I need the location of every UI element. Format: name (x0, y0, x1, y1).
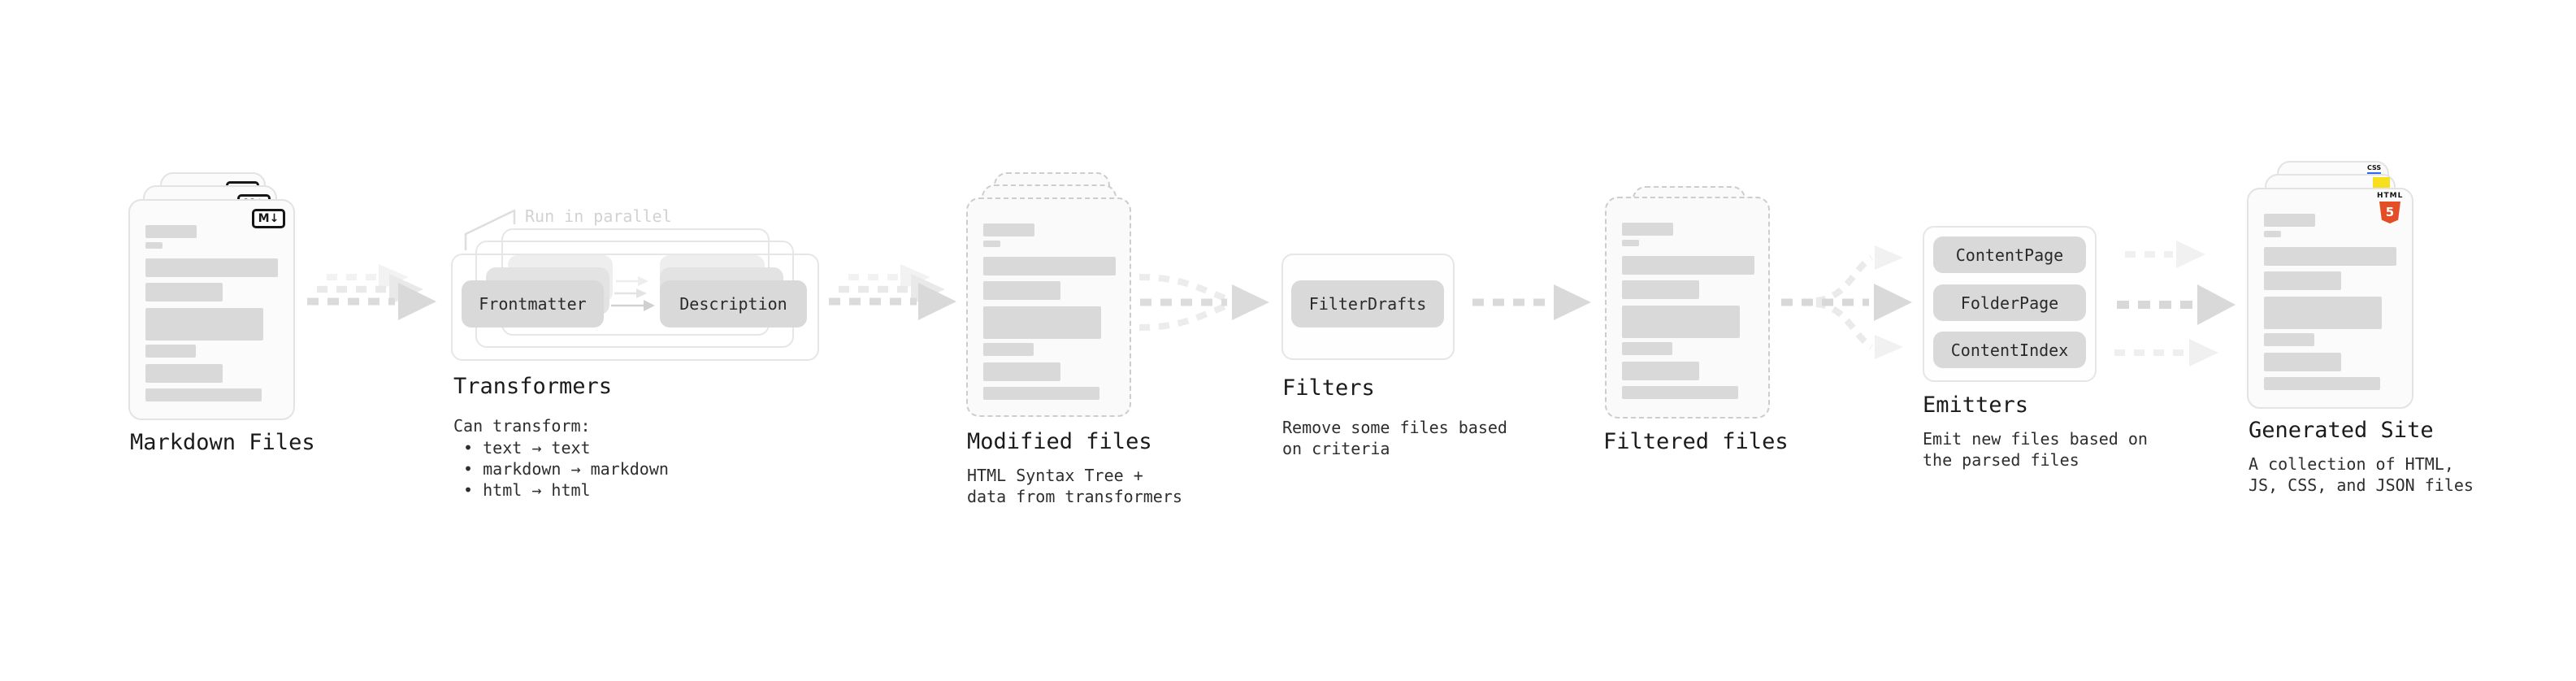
transformers-desc-line: • markdown → markdown (453, 459, 669, 479)
modified-files-desc-line: data from transformers (967, 487, 1182, 506)
arrow-filters-to-filtered (1472, 284, 1591, 320)
filterdrafts-node: FilterDrafts (1291, 280, 1444, 327)
html5-icon: HTML 5 (2377, 193, 2403, 223)
document-text-placeholder (145, 225, 278, 401)
filters-title: Filters (1282, 375, 1375, 401)
markdown-file-card-front: M↓ (128, 199, 295, 420)
contentpage-node: ContentPage (1933, 236, 2086, 273)
transformers-desc-line: • text → text (453, 438, 591, 458)
transformers-desc-line: • html → html (453, 480, 591, 500)
folderpage-node: FolderPage (1933, 284, 2086, 321)
arrow-filtered-to-emitters (1781, 245, 1912, 359)
generated-site-card-front: HTML 5 (2247, 188, 2413, 409)
markdown-files-title: Markdown Files (130, 430, 315, 455)
run-in-parallel-annotation: Run in parallel (525, 206, 672, 226)
modified-files-title: Modified files (967, 429, 1152, 454)
generated-site-desc-line: A collection of HTML, (2249, 454, 2454, 474)
filters-desc-line: on criteria (1282, 439, 1390, 458)
modified-files-desc-line: HTML Syntax Tree + (967, 466, 1143, 485)
document-text-placeholder (2264, 214, 2396, 390)
filtered-files-title: Filtered files (1603, 429, 1789, 454)
arrow-transformers-to-modified (829, 264, 956, 320)
generated-site-title: Generated Site (2249, 418, 2434, 443)
description-node: Description (660, 280, 807, 327)
emitters-desc-line: Emit new files based on (1923, 429, 2148, 449)
html5-shield: 5 (2379, 202, 2400, 223)
modified-file-card-front (966, 197, 1131, 417)
filtered-file-card-front (1605, 197, 1770, 419)
transformers-desc-line: Can transform: (453, 416, 591, 436)
transformers-title: Transformers (453, 374, 613, 399)
arrow-emitters-to-generated (2114, 241, 2236, 367)
markdown-icon: M↓ (252, 209, 285, 228)
arrow-markdown-to-transformers (307, 264, 436, 320)
emitters-title: Emitters (1923, 393, 2029, 418)
document-text-placeholder (1622, 223, 1754, 399)
frontmatter-node: Frontmatter (462, 280, 604, 327)
transformer-panel-front (451, 254, 819, 361)
arrow-modified-to-filters (1138, 274, 1269, 331)
filters-desc-line: Remove some files based (1282, 418, 1507, 437)
javascript-icon (2373, 177, 2390, 191)
emitters-desc-line: the parsed files (1923, 450, 2079, 470)
generated-site-desc-line: JS, CSS, and JSON files (2249, 475, 2474, 495)
css-icon-underline (2367, 172, 2381, 175)
css-icon: CSS (2367, 165, 2381, 175)
document-text-placeholder (983, 223, 1116, 400)
contentindex-node: ContentIndex (1933, 332, 2086, 368)
